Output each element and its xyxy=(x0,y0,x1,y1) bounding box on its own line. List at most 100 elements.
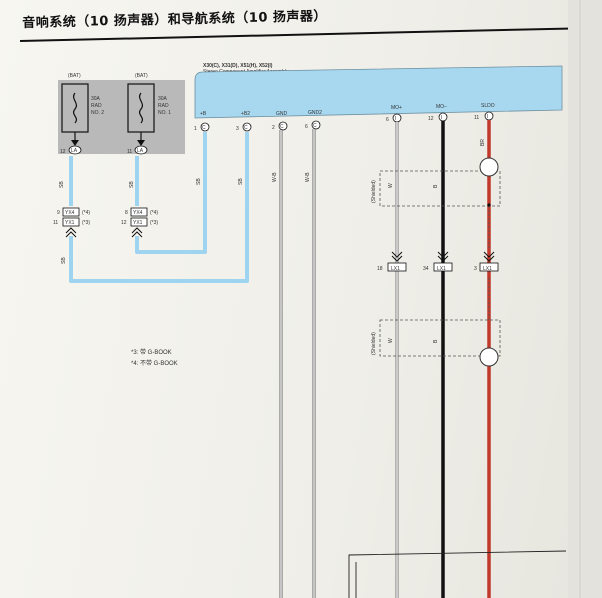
sb-label-2: SB xyxy=(129,181,135,188)
pin-conn-3: C xyxy=(244,125,248,131)
fuse-1-line-3: NO. 2 xyxy=(91,110,104,116)
conn2-bottom-note: (*3) xyxy=(150,220,158,226)
fuse-1-connector xyxy=(68,145,82,155)
note-no-g-book: *4: 不带 G-BOOK xyxy=(131,359,178,367)
mo-plus-color-2: W xyxy=(388,338,394,343)
pin-label-mo-plus: MO+ xyxy=(391,105,402,111)
lx1-id-3: LX1 xyxy=(483,266,492,272)
gnd-wires xyxy=(279,129,316,598)
pin-conn-12: I xyxy=(441,115,442,121)
pin-num-11: 11 xyxy=(474,115,479,121)
lx1-arrow-1-icon xyxy=(391,251,403,262)
shield-ground-circle-top xyxy=(479,157,499,177)
lx1-arrow-2-icon xyxy=(437,251,449,262)
sb-wire-left-2-lower xyxy=(135,132,207,254)
shield-box-top-outline xyxy=(379,170,501,207)
conn2-bottom-id: YX1 xyxy=(133,220,143,226)
lx1-box-2 xyxy=(433,262,453,272)
pin-conn-6b: I xyxy=(395,116,396,122)
page-edge-shadow xyxy=(568,0,602,598)
pin-num-6b: 6 xyxy=(386,117,389,123)
pin-conn-1: C xyxy=(202,125,206,131)
lx1-pin-1: 18 xyxy=(377,266,383,272)
lx1-pin-3: 3 xyxy=(474,266,477,272)
pin-num-3: 3 xyxy=(236,126,239,132)
fuse-2-conn: LA xyxy=(137,148,144,154)
fuse-2-pin: 11 xyxy=(127,149,132,155)
conn1-top-id: YX4 xyxy=(65,210,75,216)
pin-conn-2: C xyxy=(280,124,284,130)
pin-label-gnd2: GND2 xyxy=(308,110,322,116)
lx1-arrow-3-icon xyxy=(483,251,495,262)
conn1-arrow-icon xyxy=(65,227,77,238)
conn1-top-box xyxy=(62,207,80,217)
shield-box-bottom-outline xyxy=(379,319,501,357)
fuse-2-arrow xyxy=(137,140,145,146)
sldo-color-label: BR xyxy=(480,139,486,146)
mo-minus-color-2: B xyxy=(433,339,439,343)
fuse-1-arrow xyxy=(71,140,79,146)
shield-top-node xyxy=(487,203,491,207)
conn1-top-pin: 9 xyxy=(57,210,60,216)
conn2-top-note: (*4) xyxy=(150,210,158,216)
pin-circle-3 xyxy=(242,122,252,132)
fuse-1-supply: (BAT) xyxy=(68,73,81,79)
sb-label-4: SB xyxy=(196,178,202,185)
conn1-bottom-box xyxy=(62,217,80,227)
amp-codes: X30(C), X31(D), X51(H), X52(I) xyxy=(203,63,273,69)
gnd2-color-label: W-B xyxy=(305,172,311,182)
shield-box-top: (Shielded) xyxy=(371,170,501,250)
fuse-box-background xyxy=(58,80,185,154)
fuse-2-connector xyxy=(134,145,148,155)
lx1-id-1: LX1 xyxy=(391,266,400,272)
fuse-1-line-1: 30A xyxy=(91,96,101,102)
left-connector-1: 9 YX4 (*4) 11 YX1 (*3) xyxy=(53,207,90,238)
conn1-top-note: (*4) xyxy=(82,210,90,216)
sb-label-1: SB xyxy=(59,181,65,188)
pin-circle-6a xyxy=(311,120,321,130)
note-g-book: *3: 带 G-BOOK xyxy=(131,348,172,356)
lx1-row: 18 LX1 34 LX1 3 LX1 xyxy=(377,251,499,272)
shield-label-top: (Shielded) xyxy=(371,180,377,203)
fuse-2-line-2: RAD xyxy=(158,103,169,109)
pin-num-6a: 6 xyxy=(305,124,308,130)
conn2-bottom-box xyxy=(130,217,148,227)
pin-num-12: 12 xyxy=(428,116,434,122)
pin-conn-6a: C xyxy=(313,123,317,129)
lx1-pin-2: 34 xyxy=(423,266,429,272)
pin-label-gnd: GND xyxy=(276,111,288,117)
amplifier-box xyxy=(194,65,563,119)
shield-label-bottom: (Shielded) xyxy=(371,332,377,355)
pin-circle-1 xyxy=(200,122,210,132)
sb-wire-left-1-lower xyxy=(69,132,249,283)
lx1-box-3 xyxy=(479,262,499,272)
conn1-bottom-pin: 11 xyxy=(53,220,58,226)
pin-num-2: 2 xyxy=(272,125,275,131)
conn2-top-pin: 8 xyxy=(125,210,128,216)
sb-wires xyxy=(69,132,249,283)
conn2-top-id: YX4 xyxy=(133,210,143,216)
pin-label-sldo: SLDO xyxy=(481,103,495,109)
shield-ground-circle-bottom xyxy=(479,347,499,367)
fuse-1-conn: LA xyxy=(71,148,78,154)
sb-label-5: SB xyxy=(238,178,244,185)
conn2-arrow-icon xyxy=(131,227,143,238)
pin-num-1: 1 xyxy=(194,126,197,132)
lx1-box-1 xyxy=(387,262,407,272)
gnd-color-label: W-B xyxy=(272,172,278,182)
conn2-bottom-pin: 12 xyxy=(121,220,127,226)
mo-minus-color-1: B xyxy=(433,184,439,188)
fuse-1-icon xyxy=(72,92,78,124)
left-connector-2: 8 YX4 (*4) 12 YX1 (*3) xyxy=(121,207,158,238)
lx1-id-2: LX1 xyxy=(437,266,446,272)
conn1-bottom-note: (*3) xyxy=(82,220,90,226)
mo-plus-color-1: W xyxy=(388,183,394,188)
fuse-2-supply: (BAT) xyxy=(135,73,148,79)
pin-circle-2 xyxy=(278,121,288,131)
fuse-2-icon xyxy=(138,92,144,124)
fuse-2-line-1: 30A xyxy=(158,96,168,102)
sb-label-3: SB xyxy=(61,257,67,264)
fuse-1-line-2: RAD xyxy=(91,103,102,109)
conn1-bottom-id: YX1 xyxy=(65,220,75,226)
